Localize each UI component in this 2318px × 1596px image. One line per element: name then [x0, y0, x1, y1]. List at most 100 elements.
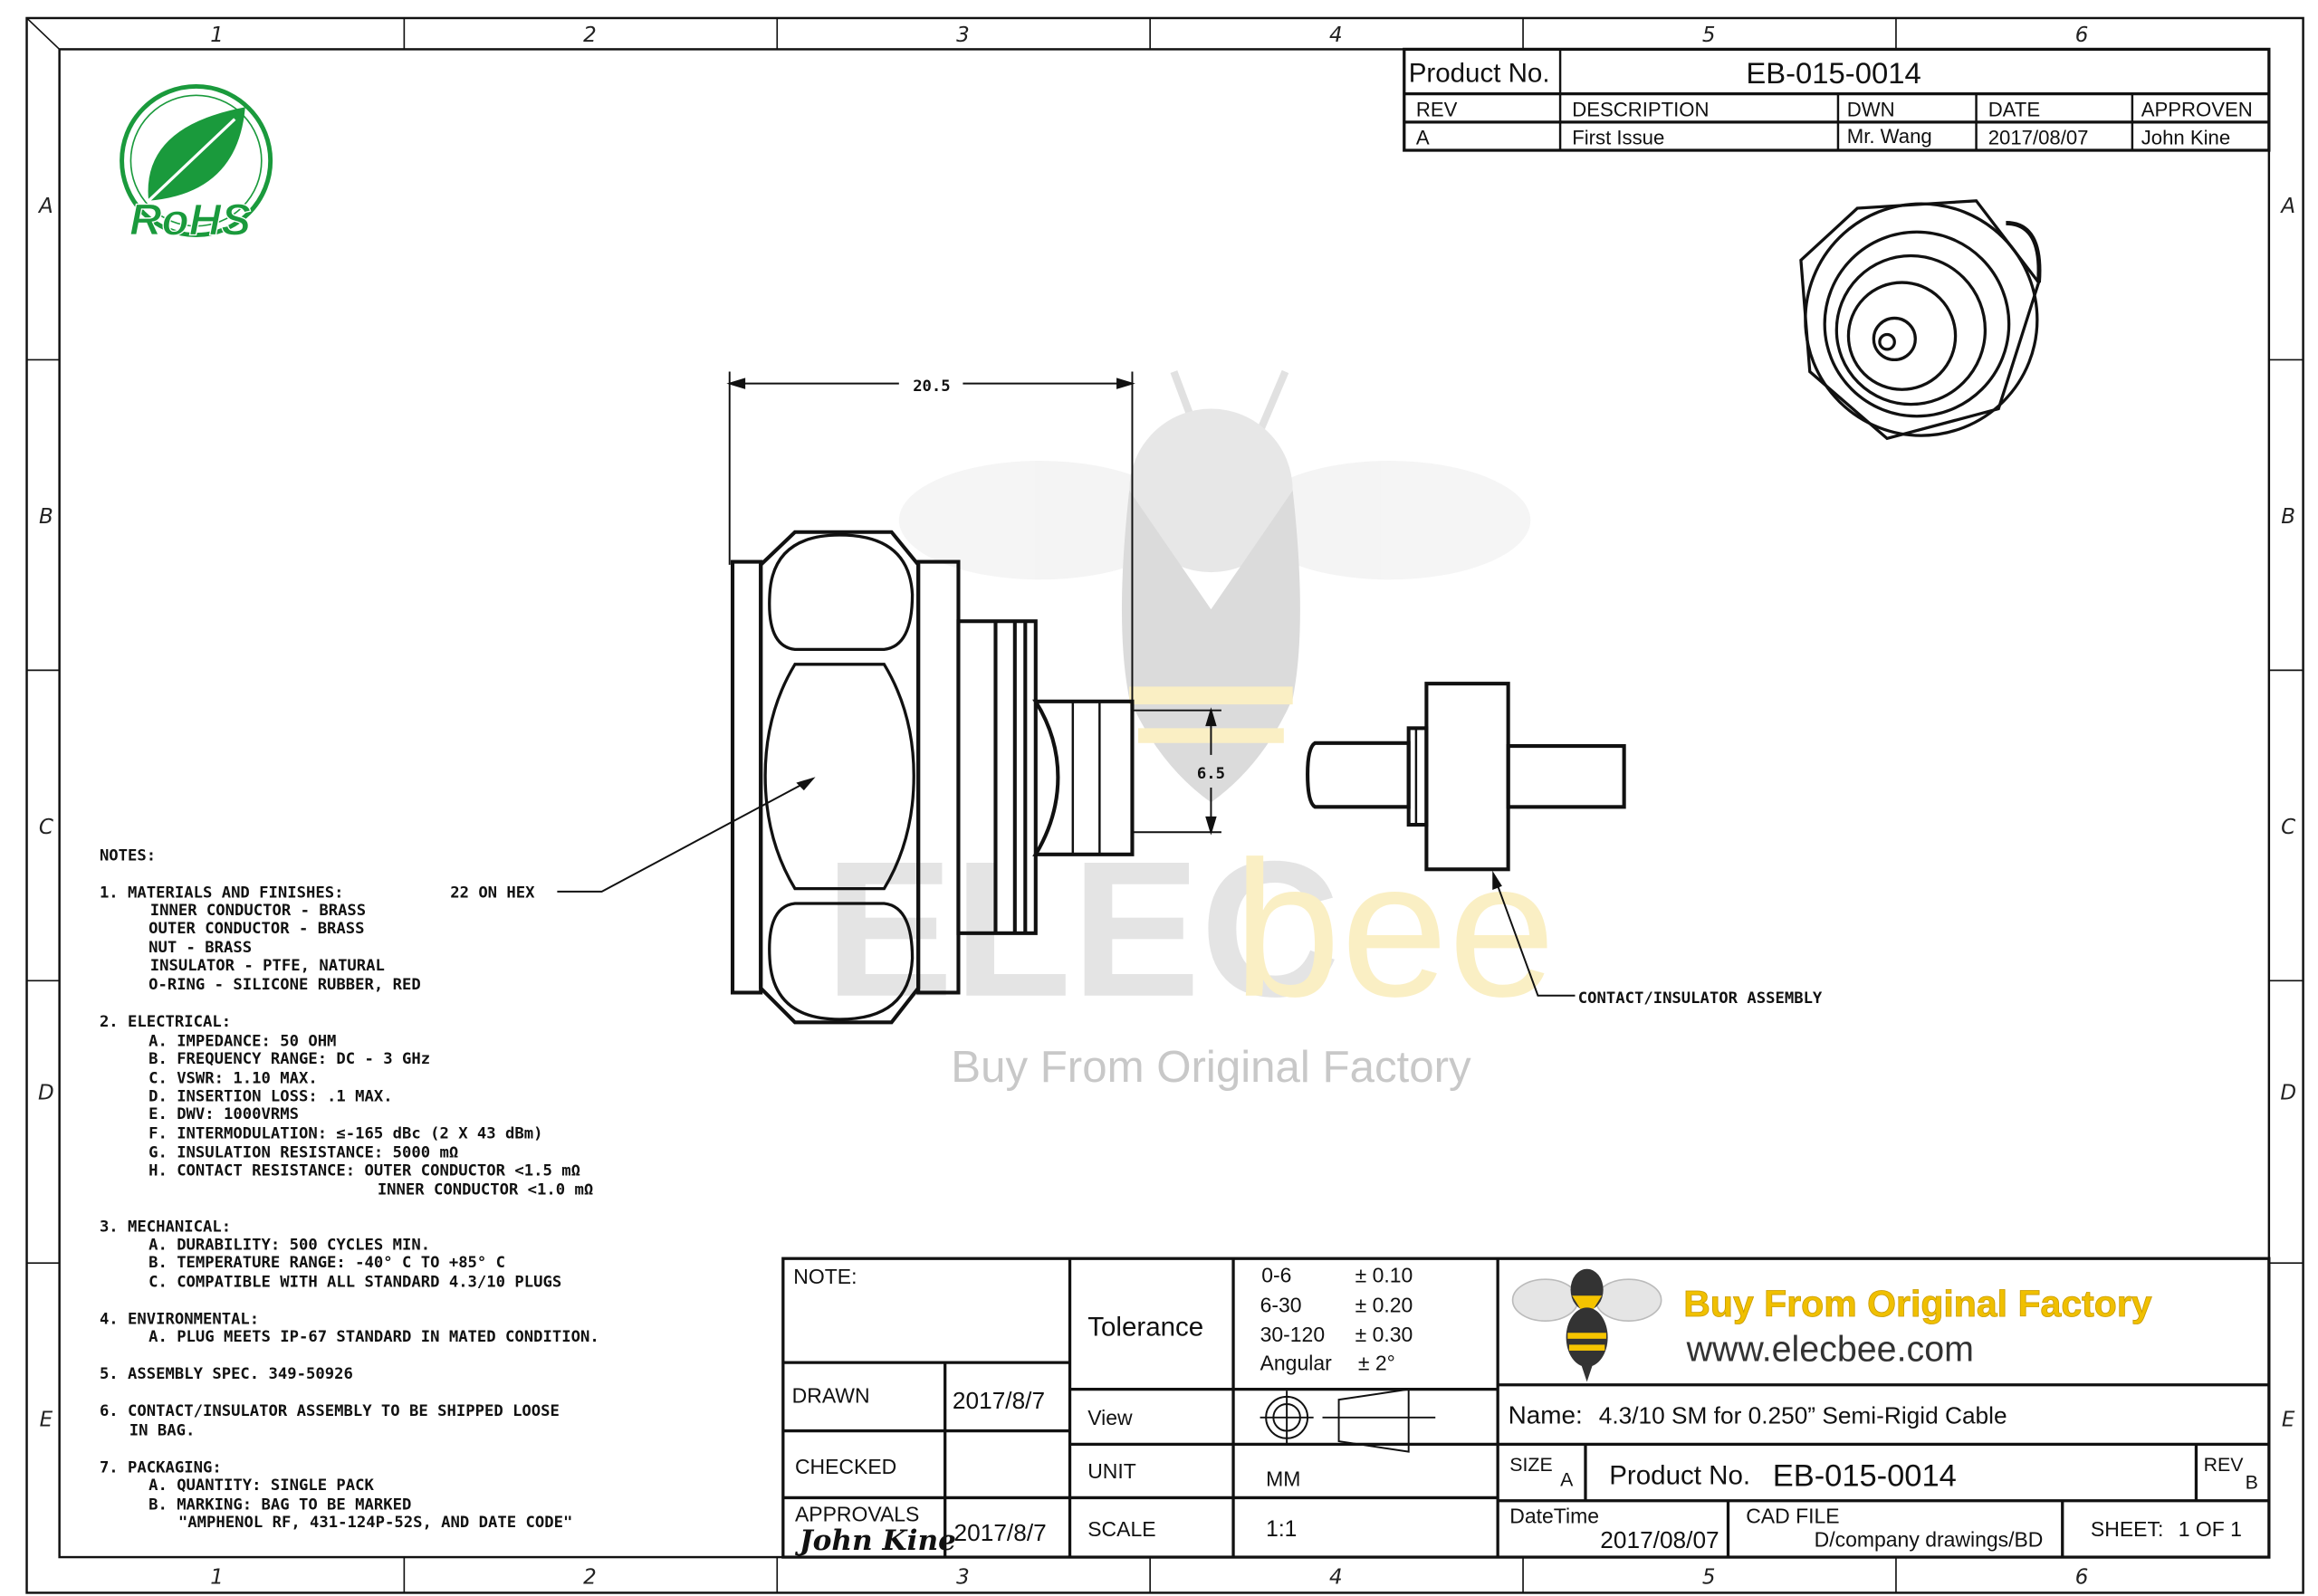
notes-block: NOTES: 1. MATERIALS AND FINISHES: INNER …: [100, 846, 599, 1532]
tolerance-value: ± 0.30: [1355, 1323, 1413, 1346]
header-rev: REV: [1416, 98, 1458, 120]
name-label: Name:: [1509, 1400, 1583, 1429]
revision-table: Product No. EB-015-0014 REV DESCRIPTION …: [1403, 47, 2271, 152]
third-angle-projection-icon: [1260, 1388, 1436, 1453]
row-label: D: [38, 1082, 54, 1105]
contact-insulator-assembly: [1306, 682, 1626, 872]
rev-value: B: [2246, 1472, 2258, 1494]
name-value: 4.3/10 SM for 0.250” Semi-Rigid Cable: [1599, 1401, 2007, 1429]
dimension-length: 20.5: [913, 377, 950, 396]
connector-3d-view: [1799, 199, 2042, 441]
note-line: A. QUANTITY: SINGLE PACK: [148, 1477, 374, 1495]
note-line: 1. MATERIALS AND FINISHES:: [100, 884, 344, 902]
note-line: E. DWV: 1000VRMS: [148, 1105, 299, 1123]
rev-label: REV: [2204, 1454, 2245, 1476]
column-label: 4: [1329, 24, 1343, 47]
header-date: DATE: [1988, 98, 2040, 120]
column-label: 6: [2075, 24, 2089, 47]
column-label: 4: [1329, 1566, 1343, 1590]
row-label: A: [37, 195, 53, 218]
scale-label: SCALE: [1087, 1517, 1155, 1541]
cad-file-label: CAD FILE: [1746, 1504, 1839, 1527]
tolerance-label: Tolerance: [1087, 1313, 1203, 1343]
view-label: View: [1087, 1406, 1133, 1429]
watermark-tagline: Buy From Original Factory: [951, 1042, 1471, 1092]
title-product-label: Product No.: [1609, 1461, 1750, 1491]
row-label: E: [2282, 1409, 2295, 1432]
column-label: 2: [583, 24, 597, 47]
note-line: A. DURABILITY: 500 CYCLES MIN.: [148, 1236, 430, 1254]
tolerance-value: ± 0.10: [1355, 1263, 1413, 1286]
row-label: A: [2279, 195, 2295, 218]
note-line: NUT - BRASS: [148, 939, 252, 957]
approvals-date: 2017/8/7: [954, 1519, 1047, 1546]
column-label: 1: [210, 24, 224, 47]
sheet-value: 1 OF 1: [2179, 1517, 2242, 1541]
note-line: A. PLUG MEETS IP-67 STANDARD IN MATED CO…: [148, 1328, 599, 1346]
row-label: E: [40, 1409, 53, 1432]
column-label: 1: [210, 1566, 224, 1590]
sheet-label: SHEET:: [2091, 1517, 2163, 1541]
cell-dwn: Mr. Wang: [1847, 125, 1932, 148]
cell-date: 2017/08/07: [1988, 126, 2089, 148]
note-line: C. COMPATIBLE WITH ALL STANDARD 4.3/10 P…: [148, 1273, 561, 1291]
connector-side-view: [730, 530, 1135, 1025]
note-line: 3. MECHANICAL:: [100, 1219, 231, 1237]
assembly-label: CONTACT/INSULATOR ASSEMBLY: [1578, 989, 1823, 1008]
note-line: OUTER CONDUCTOR - BRASS: [148, 920, 364, 938]
column-label: 5: [1702, 1566, 1716, 1590]
note-line: 5. ASSEMBLY SPEC. 349-50926: [100, 1365, 353, 1383]
column-label: 5: [1702, 24, 1716, 47]
size-value: A: [1560, 1468, 1574, 1490]
header-approven: APPROVEN: [2141, 98, 2253, 120]
note-line: INSULATOR - PTFE, NATURAL: [150, 957, 385, 975]
note-line: D. INSERTION LOSS: .1 MAX.: [148, 1087, 393, 1105]
tolerance-range: 30-120: [1260, 1323, 1326, 1346]
note-line: G. INSULATION RESISTANCE: 5000 mΩ: [148, 1144, 458, 1162]
approvals-signature: John Kine: [795, 1524, 956, 1557]
note-line: B. FREQUENCY RANGE: DC - 3 GHz: [148, 1050, 430, 1068]
note-line: "AMPHENOL RF, 431-124P-52S, AND DATE COD…: [178, 1514, 572, 1532]
title-product-no: EB-015-0014: [1773, 1458, 1957, 1493]
note-line: INNER CONDUCTOR <1.0 mΩ: [378, 1181, 593, 1199]
drawn-label: DRAWN: [792, 1383, 870, 1407]
drawn-date: 2017/8/7: [953, 1387, 1045, 1414]
dimension-lines: [557, 371, 1576, 997]
row-label: B: [2281, 505, 2295, 529]
tolerance-range: 6-30: [1260, 1293, 1302, 1316]
product-no-label: Product No.: [1409, 59, 1550, 89]
header-description: DESCRIPTION: [1572, 98, 1709, 120]
rohs-logo-text: RoHS: [129, 196, 251, 245]
note-line: IN BAG.: [129, 1422, 196, 1440]
column-label: 3: [956, 24, 970, 47]
tolerance-range: Angular: [1260, 1351, 1333, 1374]
row-label: D: [2280, 1082, 2296, 1105]
elecbee-bee-logo: [1511, 1268, 1662, 1382]
datetime-value: 2017/08/07: [1600, 1526, 1719, 1553]
unit-value: MM: [1266, 1467, 1300, 1490]
row-label: C: [2281, 816, 2295, 839]
note-line: A. IMPEDANCE: 50 OHM: [148, 1033, 336, 1051]
row-label: C: [39, 816, 53, 839]
size-label: SIZE: [1509, 1454, 1552, 1476]
note-line: INNER CONDUCTOR - BRASS: [150, 902, 366, 920]
note-line: 7. PACKAGING:: [100, 1459, 222, 1477]
watermark-brand-bee: bee: [1233, 822, 1556, 1037]
approvals-label: APPROVALS: [795, 1503, 919, 1526]
tolerance-value: ± 2°: [1358, 1351, 1395, 1374]
notes-heading: NOTES:: [100, 846, 156, 865]
note-line: 6. CONTACT/INSULATOR ASSEMBLY TO BE SHIP…: [100, 1402, 560, 1420]
note-line: 4. ENVIRONMENTAL:: [100, 1310, 259, 1328]
note-line: F. INTERMODULATION: ≤-165 dBc (2 X 43 dB…: [148, 1124, 542, 1142]
unit-label: UNIT: [1087, 1459, 1136, 1483]
note-line: H. CONTACT RESISTANCE: OUTER CONDUCTOR <…: [148, 1161, 580, 1180]
elecbee-watermark: ELEC bee: [825, 369, 1556, 1037]
column-label: 2: [583, 1566, 597, 1590]
column-label: 3: [956, 1566, 970, 1590]
product-no-value: EB-015-0014: [1746, 56, 1920, 90]
note-line: C. VSWR: 1.10 MAX.: [148, 1070, 318, 1088]
brand-url[interactable]: www.elecbee.com: [1686, 1329, 1974, 1369]
column-label: 6: [2075, 1566, 2089, 1590]
note-line: 2. ELECTRICAL:: [100, 1013, 231, 1031]
